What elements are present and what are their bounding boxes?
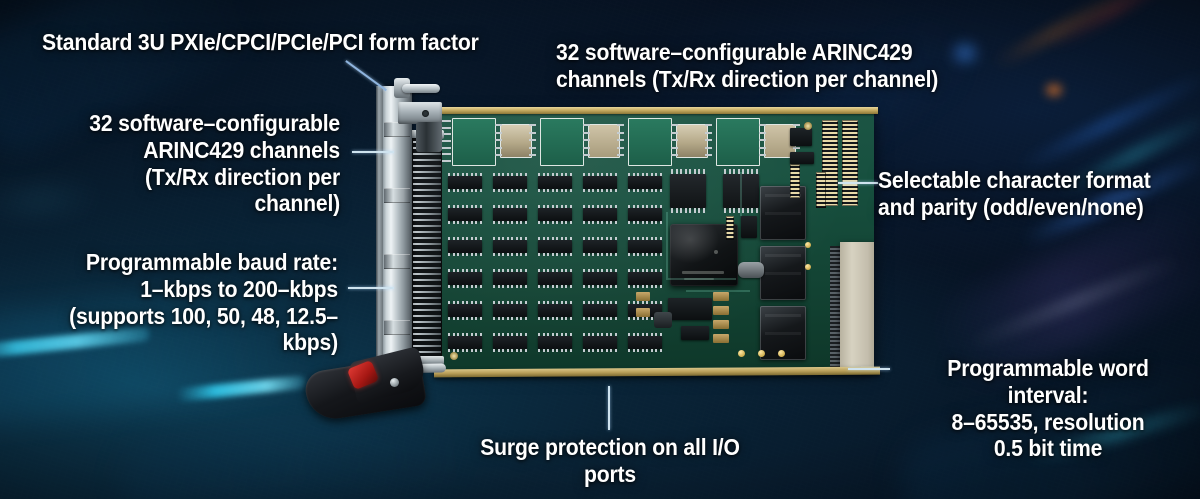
- io-edge-connector: [830, 242, 874, 370]
- ic-pins: [617, 124, 624, 156]
- ic-pins: [759, 124, 766, 156]
- ic-pins: [671, 124, 678, 156]
- capacitor: [636, 308, 650, 317]
- pcb-trace: [666, 212, 668, 278]
- crystal-oscillator: [738, 262, 764, 278]
- pcb-bottom-edge-trim: [434, 366, 880, 378]
- ejector-screw-hole: [422, 110, 429, 117]
- soic-ic: [681, 326, 709, 340]
- ic-pins: [583, 124, 590, 156]
- ic-pins: [705, 124, 712, 156]
- ic-footprint: [716, 118, 760, 166]
- qfp-chip: [670, 174, 706, 208]
- front-panel-notch: [384, 188, 410, 203]
- connector-pin-row: [830, 246, 840, 370]
- front-io-connector: [412, 138, 442, 360]
- front-panel-notch: [384, 320, 410, 335]
- qfp-pins: [724, 208, 758, 213]
- header-pins: [822, 120, 838, 206]
- ejector-cylinder: [416, 122, 442, 152]
- via-pad: [805, 242, 811, 248]
- ejector-handle-bottom: [302, 345, 447, 430]
- leader-line-character-format: [838, 182, 878, 184]
- callout-word-interval: Programmable word interval: 8–65535, res…: [947, 355, 1149, 462]
- leader-line-surge-protection: [608, 386, 610, 430]
- chip-marking: [684, 277, 714, 280]
- ic-footprint: [500, 124, 532, 158]
- callout-character-format: Selectable character format and parity (…: [878, 167, 1151, 220]
- inductor: [654, 312, 672, 328]
- ic-footprint: [628, 118, 672, 166]
- front-connector-cap-bottom: [410, 356, 444, 365]
- ejector-handle-top: [392, 78, 440, 100]
- capacitor: [713, 334, 729, 343]
- ic-pins: [495, 124, 502, 156]
- chip-marking: [682, 271, 724, 274]
- callout-channels-left: 32 software–configurable ARINC429 channe…: [89, 110, 340, 217]
- soic-ic: [790, 128, 812, 146]
- capacitor: [636, 292, 650, 301]
- mounting-hole: [450, 352, 458, 360]
- callout-surge-protection: Surge protection on all I/O ports: [480, 434, 740, 487]
- qfp-pins: [671, 169, 705, 174]
- connector-body: [840, 242, 874, 370]
- via-pad: [738, 350, 745, 357]
- via-pad: [758, 350, 765, 357]
- callout-baud-rate: Programmable baud rate: 1–kbps to 200–kb…: [69, 249, 338, 356]
- capacitor: [713, 292, 729, 301]
- ic-footprint: [588, 124, 620, 158]
- pcb-trace: [740, 172, 742, 216]
- pcb-trace: [666, 278, 736, 280]
- pcb-substrate: [438, 112, 874, 370]
- via-pad: [805, 264, 811, 270]
- soic-ic: [741, 216, 757, 238]
- via-pad: [778, 350, 785, 357]
- memory-module: [760, 246, 806, 300]
- pcb-trace: [686, 290, 750, 292]
- pcb-top-edge-trim: [438, 107, 878, 114]
- capacitor: [713, 320, 729, 329]
- header-pins: [726, 216, 734, 240]
- ic-footprint: [676, 124, 708, 158]
- mounting-hole: [804, 122, 812, 130]
- front-panel-edge: [376, 86, 383, 404]
- capacitor: [713, 306, 729, 315]
- soic-ic: [790, 152, 814, 164]
- ic-footprint: [452, 118, 496, 166]
- leader-line-channels-left: [352, 151, 394, 153]
- qfp-pins: [724, 169, 758, 174]
- leader-line-word-interval: [848, 368, 890, 370]
- ic-footprint: [540, 118, 584, 166]
- arinc429-board-photo: [302, 78, 880, 423]
- soic-ic: [668, 298, 712, 320]
- ejector-block-top: [398, 102, 442, 126]
- ejector-bar: [402, 84, 440, 93]
- ic-pins: [529, 124, 536, 156]
- callout-channels-top: 32 software–configurable ARINC429 channe…: [556, 39, 939, 92]
- front-panel-notch: [384, 122, 410, 137]
- header-pins: [842, 120, 858, 206]
- front-panel-notch: [384, 254, 410, 269]
- leader-line-baud-rate: [348, 287, 394, 289]
- header-pins: [816, 172, 826, 208]
- ic-pins: [442, 120, 451, 162]
- chip-pin1-dot: [714, 250, 718, 254]
- qfp-chip: [723, 174, 759, 208]
- qfp-pins: [671, 208, 705, 213]
- header-pins: [790, 164, 800, 198]
- callout-form-factor: Standard 3U PXIe/CPCI/PCIe/PCI form fact…: [42, 29, 479, 55]
- ejector-pivot-pin: [390, 378, 399, 387]
